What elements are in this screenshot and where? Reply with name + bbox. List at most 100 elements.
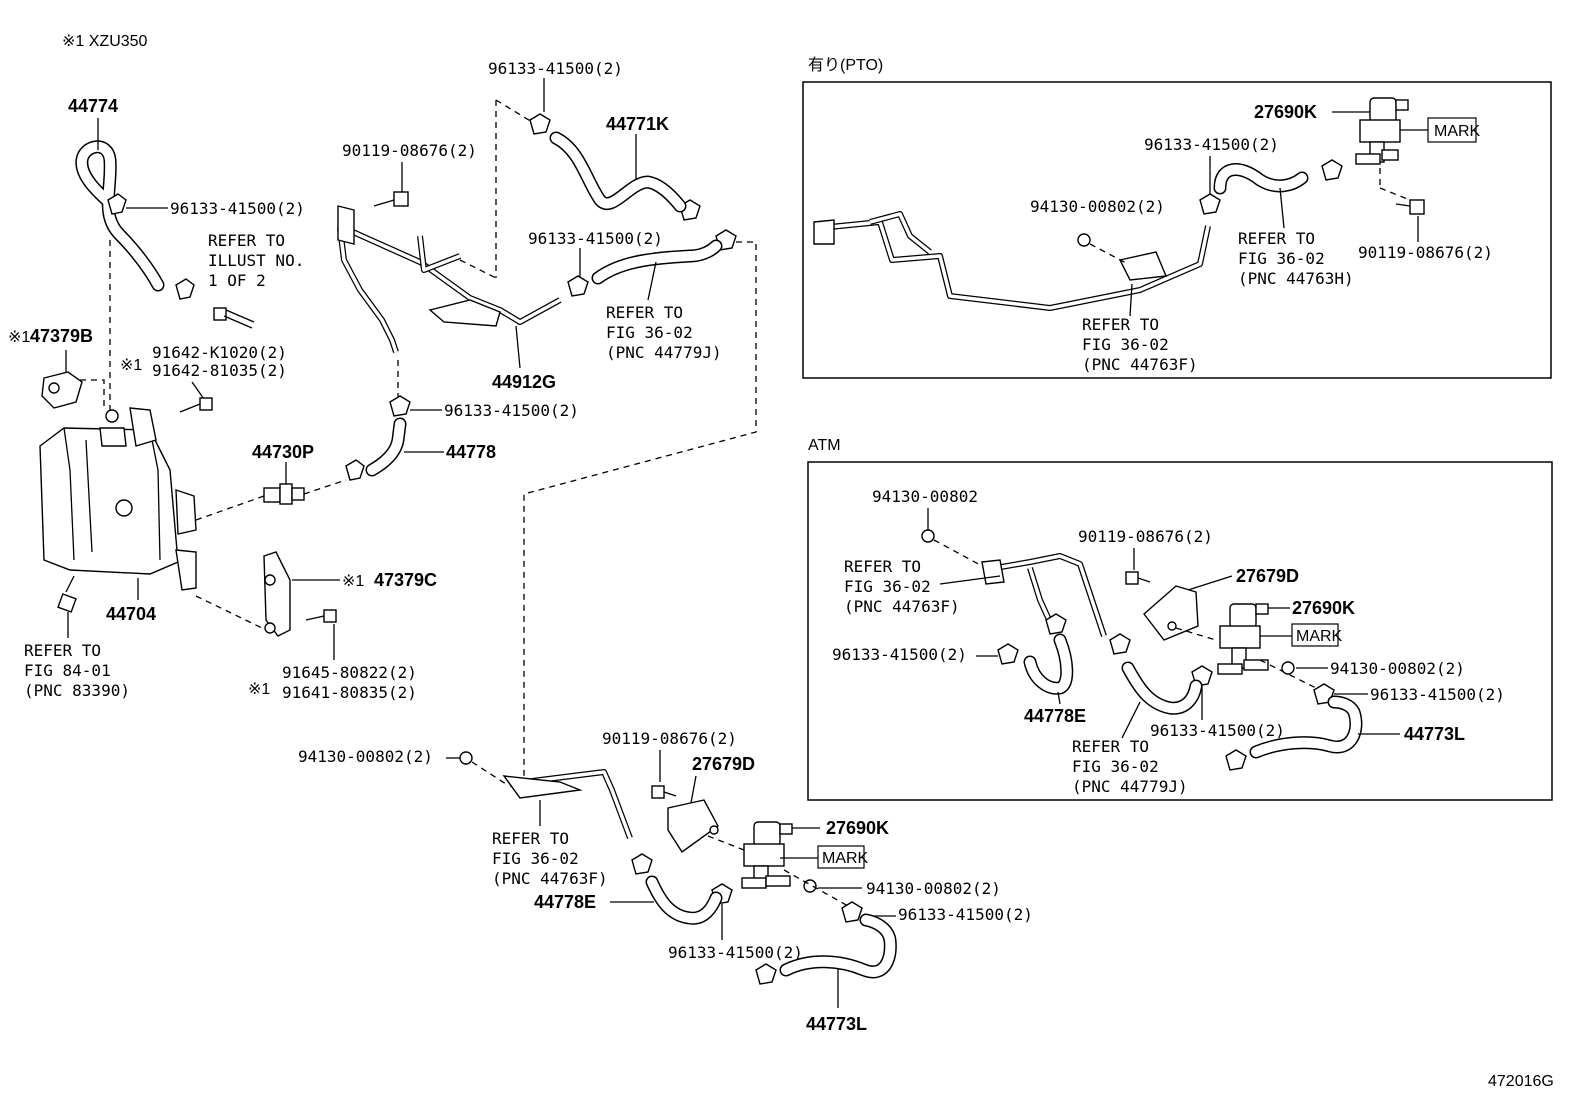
- part-91642-8[interactable]: 91642-81035(2): [152, 361, 287, 380]
- part-27690k-a[interactable]: 27690K: [826, 818, 889, 838]
- part-44778[interactable]: 44778: [446, 442, 496, 462]
- atm-part-27679d[interactable]: 27679D: [1236, 566, 1299, 586]
- atm-part-90119[interactable]: 90119-08676(2): [1078, 527, 1213, 546]
- part-96133-top[interactable]: 96133-41500(2): [488, 59, 623, 78]
- hose-44778[interactable]: [365, 417, 407, 477]
- refer-illust-3: 1 OF 2: [208, 271, 266, 290]
- atm-pipe[interactable]: [981, 553, 1107, 637]
- dash-44730p: [195, 495, 265, 521]
- hose-44774[interactable]: [75, 140, 165, 292]
- atm-part-27690k[interactable]: 27690K: [1292, 598, 1355, 618]
- mark-91641: ※1: [248, 681, 270, 698]
- refer-a-2: FIG 36-02: [606, 323, 693, 342]
- part-44773l-a[interactable]: 44773L: [806, 1014, 867, 1034]
- atm-hose-44778e[interactable]: [1023, 633, 1074, 695]
- atm-dash-valve: [1259, 659, 1321, 691]
- bracket-47379b-icon: [41, 371, 83, 409]
- atm-part-44773l[interactable]: 44773L: [1404, 724, 1465, 744]
- hose-44771k[interactable]: [549, 131, 687, 213]
- pto-refer1-1: REFER TO: [1238, 229, 1315, 248]
- hose-44773l-a[interactable]: [779, 913, 897, 979]
- clamp-44778-icon: [345, 395, 411, 481]
- part-44912g[interactable]: 44912G: [492, 372, 556, 392]
- pto-part-94130[interactable]: 94130-00802(2): [1030, 197, 1165, 216]
- pto-hose[interactable]: [1213, 163, 1309, 195]
- atm-leader-27679d: [1187, 575, 1233, 591]
- dash-top-3: [459, 259, 497, 279]
- refer-illust-2: ILLUST NO.: [208, 251, 304, 270]
- dash-valve-a: [707, 835, 745, 851]
- atm-leader-refer1: [939, 575, 1001, 585]
- part-90119-b[interactable]: 90119-08676(2): [602, 729, 737, 748]
- clamp-icon: [107, 193, 195, 300]
- atm-part-94130-b[interactable]: 94130-00802(2): [1330, 659, 1465, 678]
- refer-c-3: (PNC 44763F): [492, 869, 608, 888]
- part-96133-b[interactable]: 96133-41500(2): [528, 229, 663, 248]
- part-44774[interactable]: 44774: [68, 96, 118, 116]
- part-94130-b[interactable]: 94130-00802(2): [866, 879, 1001, 898]
- fitting-44730p-icon: [263, 483, 305, 505]
- dash-94130-b: [783, 869, 849, 907]
- atm-mark: MARK: [1296, 628, 1343, 645]
- part-44771k[interactable]: 44771K: [606, 114, 669, 134]
- part-96133-a[interactable]: 96133-41500(2): [170, 199, 305, 218]
- atm-bolt-icon: [1125, 571, 1151, 585]
- pipe-44912g[interactable]: [337, 205, 562, 353]
- dash-top-1: [495, 99, 533, 123]
- pto-clamp-icon: [1199, 159, 1343, 215]
- pto-part-27690k[interactable]: 27690K: [1254, 102, 1317, 122]
- pto-part-96133[interactable]: 96133-41500(2): [1144, 135, 1279, 154]
- part-96133-d[interactable]: 96133-41500(2): [898, 905, 1033, 924]
- clamp-top-icon: [529, 113, 701, 221]
- pto-valve-icon: [1355, 97, 1409, 165]
- pto-refer2-3: (PNC 44763F): [1082, 355, 1198, 374]
- atm-refer2-1: REFER TO: [1072, 737, 1149, 756]
- atm-part-94130[interactable]: 94130-00802: [872, 487, 978, 506]
- atm-mark-box: [1291, 623, 1339, 647]
- dash-44778: [303, 479, 347, 495]
- atm-hose-44773l[interactable]: [1249, 695, 1363, 759]
- atm-dash-nut: [933, 539, 983, 567]
- refer-84-3: (PNC 83390): [24, 681, 130, 700]
- part-91645[interactable]: 91645-80822(2): [282, 663, 417, 682]
- part-96133-c[interactable]: 96133-41500(2): [444, 401, 579, 420]
- pto-pipe[interactable]: [813, 211, 1211, 311]
- part-47379b[interactable]: 47379B: [30, 326, 93, 346]
- part-91641[interactable]: 91641-80835(2): [282, 683, 417, 702]
- part-91642-k[interactable]: 91642-K1020(2): [152, 343, 287, 362]
- atm-dash-bracket: [1175, 627, 1217, 641]
- atm-part-96133-c[interactable]: 96133-41500(2): [1150, 721, 1285, 740]
- clamp-bottom-icon: [631, 853, 863, 985]
- part-44778e-a[interactable]: 44778E: [534, 892, 596, 912]
- nut-icon: [105, 409, 119, 423]
- reservoir-tank[interactable]: [39, 407, 197, 591]
- part-94130-a[interactable]: 94130-00802(2): [298, 747, 433, 766]
- atm-part-96133-b[interactable]: 96133-41500(2): [1370, 685, 1505, 704]
- part-44730p[interactable]: 44730P: [252, 442, 314, 462]
- atm-part-44778e[interactable]: 44778E: [1024, 706, 1086, 726]
- part-27679d-a[interactable]: 27679D: [692, 754, 755, 774]
- pto-refer1-2: FIG 36-02: [1238, 249, 1325, 268]
- part-47379c[interactable]: 47379C: [374, 570, 437, 590]
- screw-47379c-icon: [305, 609, 337, 623]
- hose-44778e-a[interactable]: [645, 875, 723, 925]
- atm-hose-refer2[interactable]: [1121, 661, 1203, 715]
- mark-47379c: ※1: [342, 573, 364, 590]
- pto-part-90119[interactable]: 90119-08676(2): [1358, 243, 1493, 262]
- hose-refer-a[interactable]: [591, 239, 723, 285]
- bolt-90119-a-icon: [373, 191, 409, 207]
- part-90119-a[interactable]: 90119-08676(2): [342, 141, 477, 160]
- leader-44912g: [515, 325, 521, 369]
- refer-a-3: (PNC 44779J): [606, 343, 722, 362]
- model-note: ※1 XZU350: [62, 33, 148, 50]
- leader-refer-a: [647, 261, 657, 301]
- bracket-47379c-icon: [263, 551, 291, 637]
- nut-94130-a-icon: [459, 751, 473, 765]
- atm-part-96133-a[interactable]: 96133-41500(2): [832, 645, 967, 664]
- drawing-id: 472016G: [1488, 1073, 1554, 1090]
- pipe-bottom[interactable]: [502, 769, 633, 840]
- part-96133-e[interactable]: 96133-41500(2): [668, 943, 803, 962]
- pto-dash-nut: [1089, 243, 1129, 265]
- part-44704[interactable]: 44704: [106, 604, 156, 624]
- atm-refer1-3: (PNC 44763F): [844, 597, 960, 616]
